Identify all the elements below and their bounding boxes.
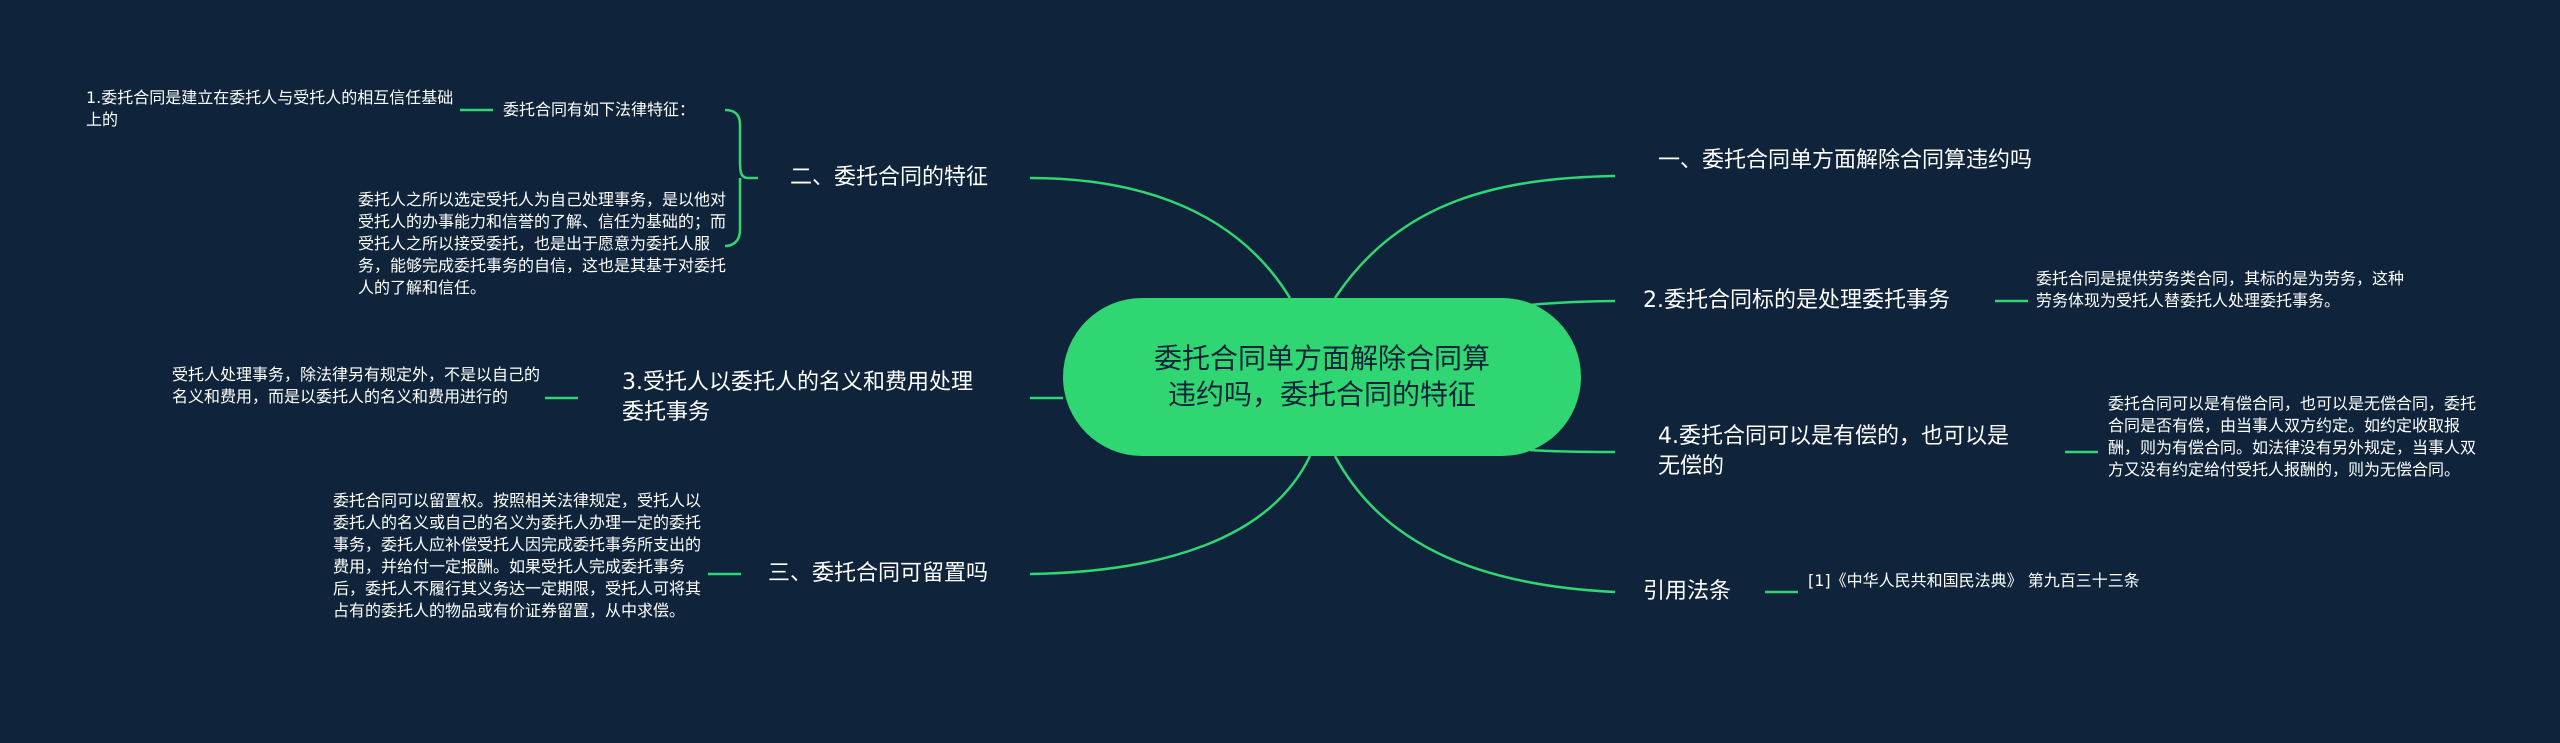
branch-left-features[interactable]: 二、委托合同的特征	[790, 165, 989, 190]
detail-left-lien: 委托合同可以留置权。按照相关法律规定，受托人以委托人的名义或自己的名义为委托人办…	[333, 491, 702, 620]
connector-right-2	[1529, 299, 1616, 307]
branch-right-2[interactable]: 2.委托合同标的是处理委托事务	[1643, 288, 1950, 313]
detail-left-3: 受托人处理事务，除法律另有规定外，不是以自己的名义和费用，而是以委托人的名义和费…	[172, 365, 541, 406]
root-title: 委托合同单方面解除合同算违约吗，委托合同的特征	[1153, 342, 1490, 411]
branch-left-3[interactable]: 3.受托人以委托人的名义和费用处理委托事务	[622, 370, 973, 425]
root-node[interactable]: 委托合同单方面解除合同算违约吗，委托合同的特征	[1063, 298, 1581, 456]
features-sub-label[interactable]: 委托合同有如下法律特征：	[503, 100, 696, 119]
features-sub-detail: 1.委托合同是建立在委托人与受托人的相互信任基础上的	[86, 88, 454, 129]
connector-left-features	[1029, 176, 1292, 299]
branch-right-law[interactable]: 引用法条	[1643, 579, 1732, 604]
connector-right-3	[1529, 448, 1616, 454]
connector-features-bracket	[724, 108, 758, 248]
branch-left-lien[interactable]: 三、委托合同可留置吗	[768, 561, 989, 586]
detail-right-2: 委托合同是提供劳务类合同，其标的是为劳务，这种劳务体现为受托人替委托人处理委托事…	[2036, 269, 2405, 310]
connector-right-4	[1333, 455, 1616, 594]
detail-right-3: 委托合同可以是有偿合同，也可以是无偿合同，委托合同是否有偿，由当事人双方约定。如…	[2108, 394, 2477, 479]
connector-left-lien	[1029, 455, 1312, 576]
detail-right-law: [1]《中华人民共和国民法典》 第九百三十三条	[1808, 571, 2140, 590]
connector-right-1	[1333, 174, 1616, 299]
branch-right-3[interactable]: 4.委托合同可以是有偿的，也可以是无偿的	[1658, 424, 2009, 479]
features-detail: 委托人之所以选定受托人为自己处理事务，是以他对受托人的办事能力和信誉的了解、信任…	[358, 190, 727, 297]
branch-right-1[interactable]: 一、委托合同单方面解除合同算违约吗	[1658, 148, 2033, 173]
